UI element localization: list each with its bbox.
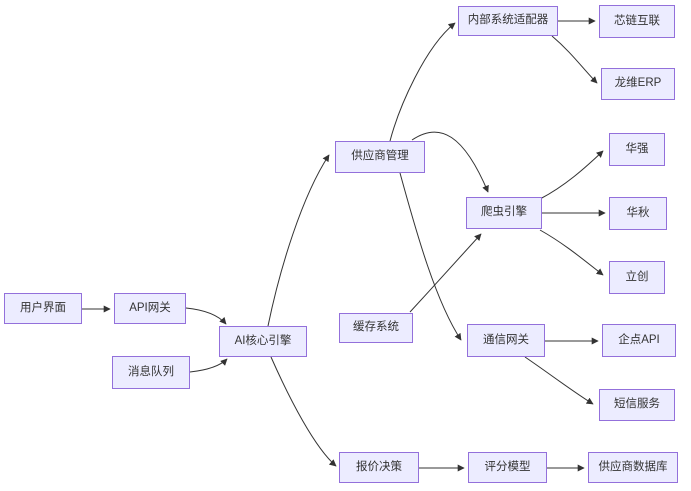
edge-internal-system-adapter-to-longwei-erp xyxy=(551,35,598,84)
edge-ai-core-engine-to-supplier-management xyxy=(267,154,330,327)
node-supplier-management: 供应商管理 xyxy=(335,141,425,173)
edge-supplier-management-to-internal-system-adapter xyxy=(389,22,456,142)
edge-supplier-management-to-communication-gateway xyxy=(399,172,462,341)
node-sms-service: 短信服务 xyxy=(599,389,675,421)
node-sms-service-label: 短信服务 xyxy=(614,398,660,411)
node-cache-system-label: 缓存系统 xyxy=(353,321,399,334)
node-lichuang: 立创 xyxy=(609,261,665,294)
node-chiplink: 芯链互联 xyxy=(599,5,675,38)
node-huaqiu: 华秋 xyxy=(609,197,667,230)
node-cache-system: 缓存系统 xyxy=(339,313,413,343)
node-supplier-database: 供应商数据库 xyxy=(588,452,678,483)
node-qidian-api: 企点API xyxy=(602,324,676,357)
node-scoring-model-label: 评分模型 xyxy=(484,460,531,473)
node-lichuang-label: 立创 xyxy=(625,270,649,283)
node-internal-system-adapter-label: 内部系统适配器 xyxy=(467,14,549,27)
node-supplier-database-label: 供应商数据库 xyxy=(598,460,668,473)
node-crawler-engine: 爬虫引擎 xyxy=(466,197,542,229)
node-user-interface: 用户界面 xyxy=(4,293,82,324)
edge-cache-system-to-crawler-engine xyxy=(409,233,482,313)
edge-supplier-management-to-crawler-engine xyxy=(411,131,489,193)
node-huaqiang: 华强 xyxy=(609,133,665,166)
node-huaqiang-label: 华强 xyxy=(625,142,649,155)
node-huaqiu-label: 华秋 xyxy=(626,206,650,219)
node-longwei-erp: 龙维ERP xyxy=(601,68,675,100)
node-internal-system-adapter: 内部系统适配器 xyxy=(458,6,558,36)
node-qidian-api-label: 企点API xyxy=(618,333,660,346)
node-message-queue: 消息队列 xyxy=(112,356,190,389)
edge-message-queue-to-ai-core-engine xyxy=(189,358,228,373)
node-user-interface-label: 用户界面 xyxy=(20,301,66,314)
node-quote-decision-label: 报价决策 xyxy=(356,460,402,473)
node-crawler-engine-label: 爬虫引擎 xyxy=(481,206,527,219)
node-scoring-model: 评分模型 xyxy=(468,452,547,483)
node-message-queue-label: 消息队列 xyxy=(128,365,174,378)
edge-api-gateway-to-ai-core-engine xyxy=(185,307,227,325)
node-communication-gateway-label: 通信网关 xyxy=(483,333,529,346)
node-longwei-erp-label: 龙维ERP xyxy=(614,77,662,90)
node-communication-gateway: 通信网关 xyxy=(467,324,545,357)
edge-ai-core-engine-to-quote-decision xyxy=(270,356,337,467)
node-supplier-management-label: 供应商管理 xyxy=(351,150,409,163)
node-api-gateway: API网关 xyxy=(114,293,186,324)
node-ai-core-engine-label: AI核心引擎 xyxy=(234,334,292,347)
node-quote-decision: 报价决策 xyxy=(339,452,419,483)
node-chiplink-label: 芯链互联 xyxy=(614,14,660,27)
node-ai-core-engine: AI核心引擎 xyxy=(219,326,307,357)
node-api-gateway-label: API网关 xyxy=(129,301,171,314)
edge-crawler-engine-to-huaqiang xyxy=(539,150,604,200)
edge-crawler-engine-to-lichuang xyxy=(539,229,604,276)
edge-communication-gateway-to-sms-service xyxy=(524,356,594,405)
